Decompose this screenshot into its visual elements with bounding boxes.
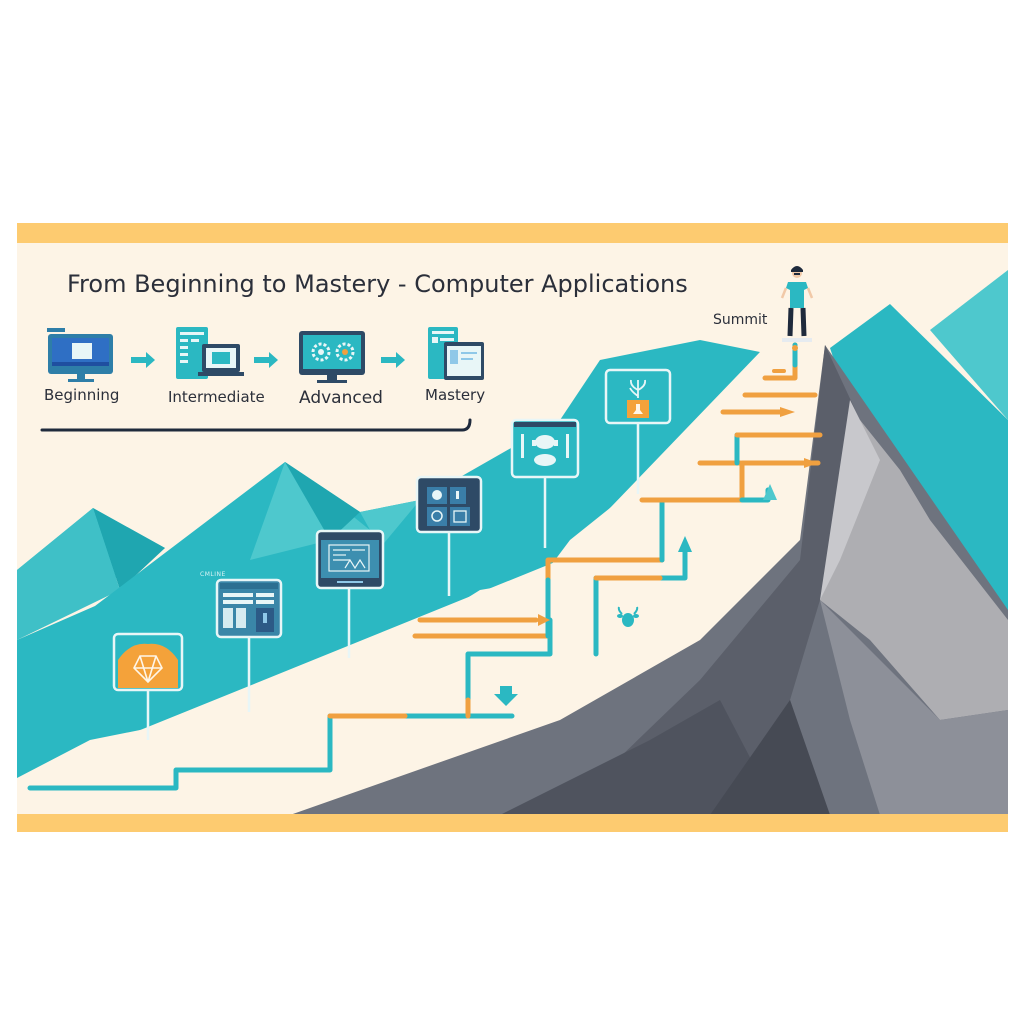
signpost-growth [604,368,672,494]
up-arrow-icon [763,484,777,500]
signpost-software-basics [112,632,184,740]
person-icon [780,266,814,351]
plant-trophy-icon [627,379,649,418]
stage-label: Beginning [44,386,119,404]
signpost-spreadsheet: CMLINE [200,571,283,712]
rock-mountain [290,345,1008,815]
stage-advanced: Advanced [299,331,383,408]
spreadsheet-icon [223,593,274,632]
summit-label: Summit [713,312,768,328]
download-arrow-icon [494,686,518,706]
apps-grid-icon [427,487,470,526]
path-arrowheads [494,369,818,706]
bull-icon [617,606,639,627]
progress-underline [40,418,472,432]
faint-label: CMLINE [200,571,226,578]
page-title: From Beginning to Mastery - Computer App… [67,270,688,298]
tablet-dashboard-icon [428,327,484,380]
arrow-right-icon [254,352,278,368]
signpost-document [315,529,385,658]
signpost-apps-grid [415,475,483,596]
monitor-gears-icon [299,331,365,383]
stage-label: Intermediate [168,388,265,406]
arrow-right-icon [381,352,405,368]
stage-beginning: Beginning [44,328,119,404]
stage-mastery: Mastery [425,327,485,404]
bottom-banner [17,814,1008,832]
monitor-icon [47,328,113,382]
document-icon [328,544,370,572]
signpost-robot [510,418,580,548]
arrow-right-icon [131,352,155,368]
signposts: CMLINE [112,368,672,740]
stage-intermediate: Intermediate [168,327,265,406]
right-mountains [830,270,1008,620]
stage-label: Mastery [425,386,485,404]
stages-row: Beginning Intermediate [40,327,485,432]
laptop-document-icon [176,327,244,379]
journey-path [27,342,823,791]
gem-icon [133,655,163,684]
stage-label: Advanced [299,388,383,408]
up-arrow-icon [678,536,692,552]
top-banner [17,223,1008,243]
robot-icon [521,434,569,466]
